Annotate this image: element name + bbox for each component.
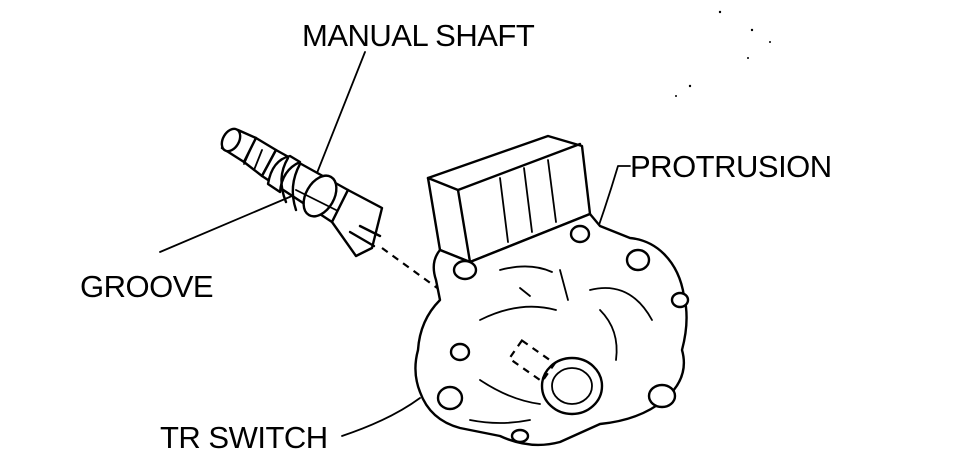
manual-shaft-illustration [220,127,384,258]
label-groove: GROOVE [80,269,213,304]
leader-groove [159,195,293,253]
label-protrusion: PROTRUSION [630,149,832,184]
tr-switch-illustration [414,134,690,447]
leader-tr-switch [341,397,421,437]
label-manual-shaft: MANUAL SHAFT [302,18,535,53]
leader-manual-shaft [314,51,366,179]
alignment-line [381,247,521,349]
scan-specks [675,10,771,97]
label-tr-switch: TR SWITCH [160,420,328,455]
